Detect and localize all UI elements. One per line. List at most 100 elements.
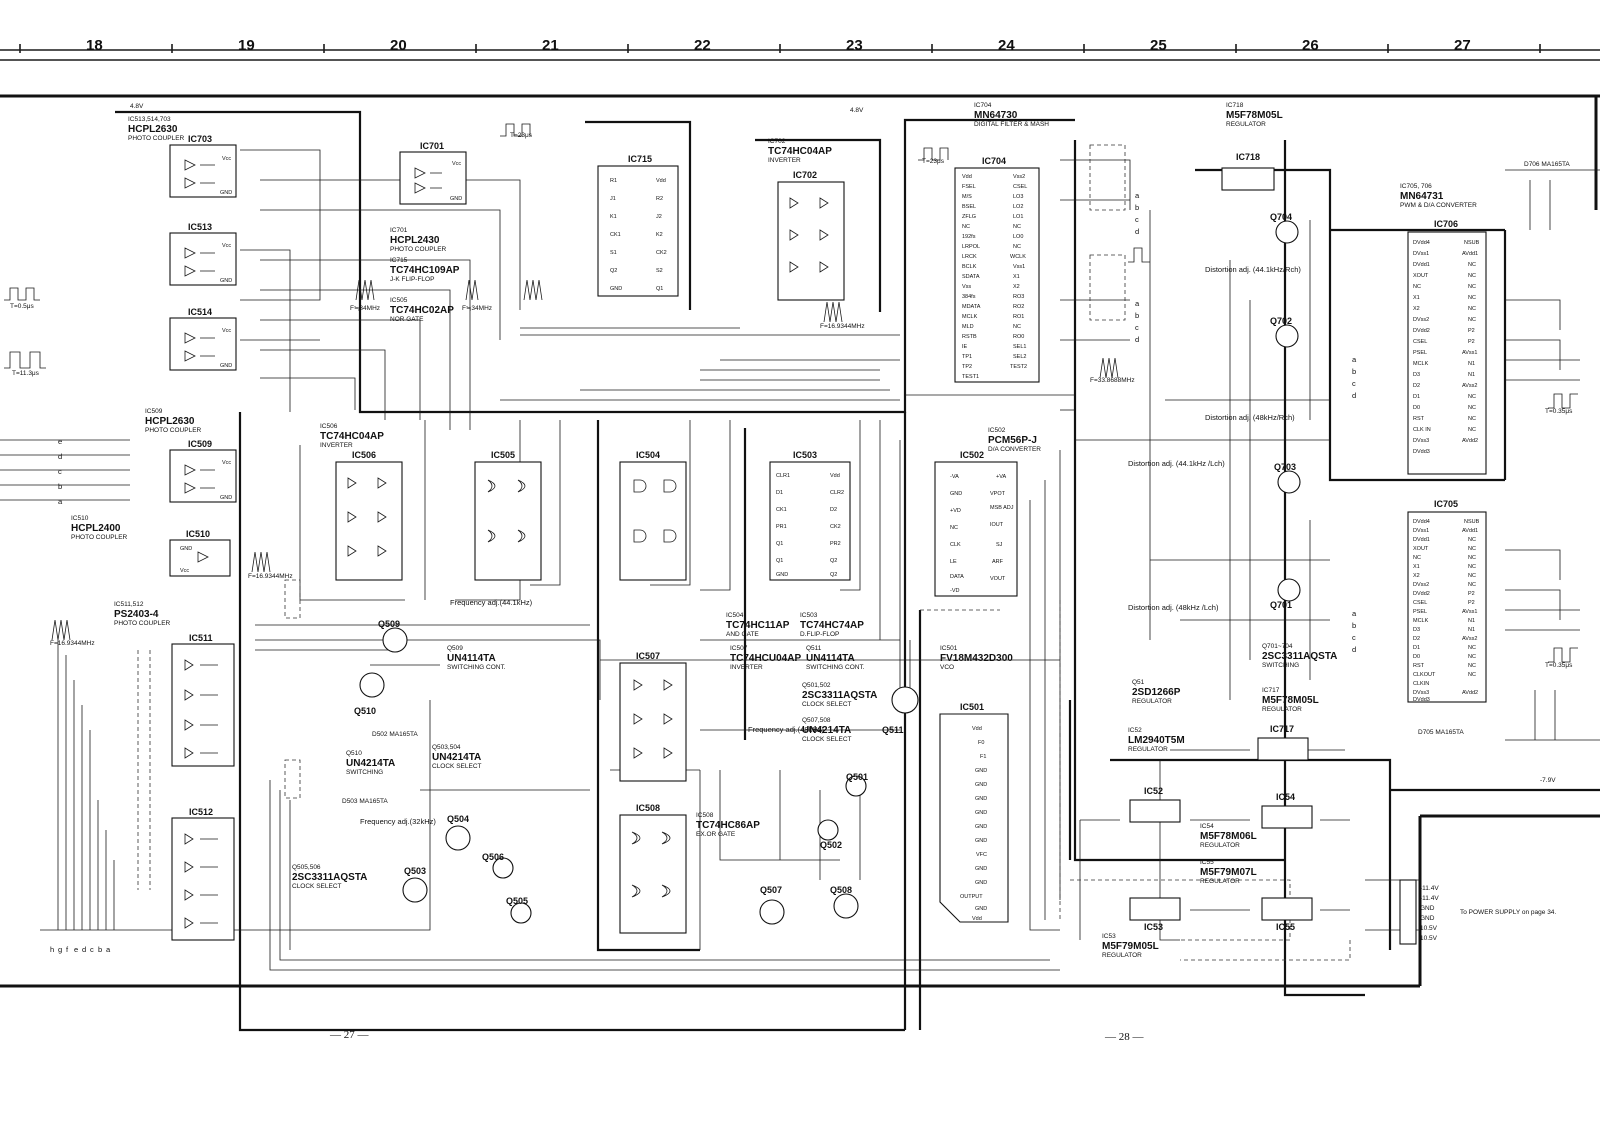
- svg-text:Q702: Q702: [1270, 316, 1292, 326]
- svg-text:384fs: 384fs: [962, 294, 976, 300]
- svg-text:d: d: [1135, 227, 1139, 236]
- grid-number: 27: [1454, 37, 1471, 54]
- svg-text:IC505: IC505: [390, 297, 408, 304]
- grid-ruler: 18 19 20 21 22 23 24 25 26 27: [0, 37, 1600, 61]
- svg-text:IE: IE: [962, 344, 968, 350]
- svg-text:GND: GND: [975, 796, 987, 802]
- svg-text:CK1: CK1: [610, 232, 621, 238]
- svg-text:HCPL2430: HCPL2430: [390, 235, 440, 246]
- transistor-symbol: Q510: [354, 672, 385, 716]
- ic-label: IC512: [189, 807, 213, 817]
- svg-text:NC: NC: [1468, 273, 1476, 279]
- adjust-note: Distortion adj. (44.1kHz /Lch): [1128, 459, 1225, 468]
- svg-text:a: a: [1352, 355, 1357, 364]
- svg-text:Q1: Q1: [656, 286, 663, 292]
- svg-text:GND: GND: [975, 880, 987, 886]
- ic-label: IC502: [960, 450, 984, 460]
- svg-text:CLR2: CLR2: [830, 490, 844, 496]
- svg-text:LO1: LO1: [1013, 214, 1023, 220]
- svg-text:DVss1: DVss1: [1413, 251, 1429, 257]
- adjust-note: Distortion adj. (48kHz /Lch): [1128, 603, 1219, 612]
- svg-text:Q509: Q509: [378, 619, 400, 629]
- ic-chip: IC501 Vdd F0 F1 GND GND GND GND GND GND …: [939, 702, 1009, 923]
- svg-text:DVss2: DVss2: [1413, 582, 1429, 588]
- svg-text:Q509: Q509: [447, 645, 463, 652]
- transistor-symbol: Q502: [817, 819, 842, 850]
- svg-text:M5F79M05L: M5F79M05L: [1102, 941, 1159, 952]
- svg-text:F=33.8688MHz: F=33.8688MHz: [1090, 377, 1135, 384]
- ic-chip: IC705 DVdd4 DVss1 DVdd1 XOUT NC X1 X2 DV…: [1407, 499, 1487, 703]
- svg-text:Vcc: Vcc: [222, 328, 231, 334]
- svg-text:F=16.9344MHz: F=16.9344MHz: [820, 323, 865, 330]
- svg-text:-7.9V: -7.9V: [1540, 777, 1556, 784]
- transistor-symbol: Q505: [506, 896, 532, 924]
- svg-text:Vss1: Vss1: [1013, 264, 1025, 270]
- svg-text:PHOTO COUPLER: PHOTO COUPLER: [145, 427, 202, 434]
- svg-text:IC506: IC506: [320, 423, 338, 430]
- svg-text:GND: GND: [776, 572, 788, 578]
- svg-text:Q704: Q704: [1270, 212, 1292, 222]
- power-supply-note: To POWER SUPPLY on page 34.: [1460, 909, 1556, 916]
- svg-text:LO2: LO2: [1013, 204, 1023, 210]
- svg-text:IC701: IC701: [390, 227, 408, 234]
- svg-text:192fs: 192fs: [962, 234, 976, 240]
- svg-text:NC: NC: [1013, 244, 1021, 250]
- svg-text:NC: NC: [1468, 654, 1476, 660]
- svg-text:M5F79M07L: M5F79M07L: [1200, 867, 1257, 878]
- svg-text:2SD1266P: 2SD1266P: [1132, 687, 1181, 698]
- svg-text:4.8V: 4.8V: [130, 103, 144, 110]
- svg-text:LM2940T5M: LM2940T5M: [1128, 735, 1185, 746]
- svg-text:AVss1: AVss1: [1462, 350, 1478, 356]
- svg-text:F1: F1: [980, 754, 986, 760]
- svg-text:DVdd3: DVdd3: [1413, 449, 1430, 455]
- svg-text:D1: D1: [1413, 394, 1420, 400]
- svg-text:MCLK: MCLK: [1413, 618, 1429, 624]
- svg-text:Q503,504: Q503,504: [432, 744, 461, 751]
- svg-text:D/A CONVERTER: D/A CONVERTER: [988, 446, 1041, 453]
- svg-text:AVss2: AVss2: [1462, 636, 1478, 642]
- svg-text:NC: NC: [1413, 555, 1421, 561]
- svg-text:SDATA: SDATA: [962, 274, 980, 280]
- svg-text:RSTB: RSTB: [962, 334, 977, 340]
- transistor-symbol: Q507: [759, 885, 785, 925]
- svg-text:D502 MA165TA: D502 MA165TA: [372, 731, 418, 738]
- svg-text:N1: N1: [1468, 627, 1475, 633]
- svg-text:VFC: VFC: [976, 852, 987, 858]
- svg-text:LO0: LO0: [1013, 234, 1023, 240]
- ic-chip: IC506: [335, 450, 403, 581]
- ic-chip: IC514 Vcc GND: [169, 307, 237, 371]
- ic-label: IC718: [1236, 152, 1260, 162]
- svg-text:F=16.9344MHz: F=16.9344MHz: [248, 573, 293, 580]
- svg-text:Vdd: Vdd: [972, 916, 982, 922]
- svg-text:INVERTER: INVERTER: [320, 442, 353, 449]
- svg-text:d: d: [82, 945, 86, 954]
- grid-number: 22: [694, 37, 711, 54]
- svg-text:HCPL2400: HCPL2400: [71, 523, 121, 534]
- ic-label: IC509: [188, 439, 212, 449]
- svg-text:D1: D1: [1413, 645, 1420, 651]
- svg-text:-11.4V: -11.4V: [1420, 895, 1439, 902]
- svg-text:NSUB: NSUB: [1464, 240, 1480, 246]
- svg-text:P2: P2: [1468, 600, 1475, 606]
- svg-text:T=0.5μs: T=0.5μs: [10, 303, 35, 310]
- svg-text:RO1: RO1: [1013, 314, 1024, 320]
- svg-text:REGULATOR: REGULATOR: [1200, 878, 1240, 885]
- svg-text:DATA: DATA: [950, 574, 964, 580]
- svg-text:Q504: Q504: [447, 814, 469, 824]
- svg-text:PHOTO COUPLER: PHOTO COUPLER: [114, 620, 171, 627]
- svg-text:D3: D3: [1413, 372, 1420, 378]
- svg-text:SWITCHING CONT.: SWITCHING CONT.: [806, 664, 865, 671]
- svg-text:GND: GND: [220, 495, 232, 501]
- ic-chip: IC52: [1129, 786, 1181, 823]
- svg-text:Vss2: Vss2: [1013, 174, 1025, 180]
- svg-text:a: a: [58, 497, 63, 506]
- ic-label: IC702: [793, 170, 817, 180]
- svg-text:4.8V: 4.8V: [850, 107, 864, 114]
- svg-text:Vcc: Vcc: [222, 156, 231, 162]
- svg-text:IC513,514,703: IC513,514,703: [128, 116, 171, 123]
- svg-text:PSEL: PSEL: [1413, 609, 1427, 615]
